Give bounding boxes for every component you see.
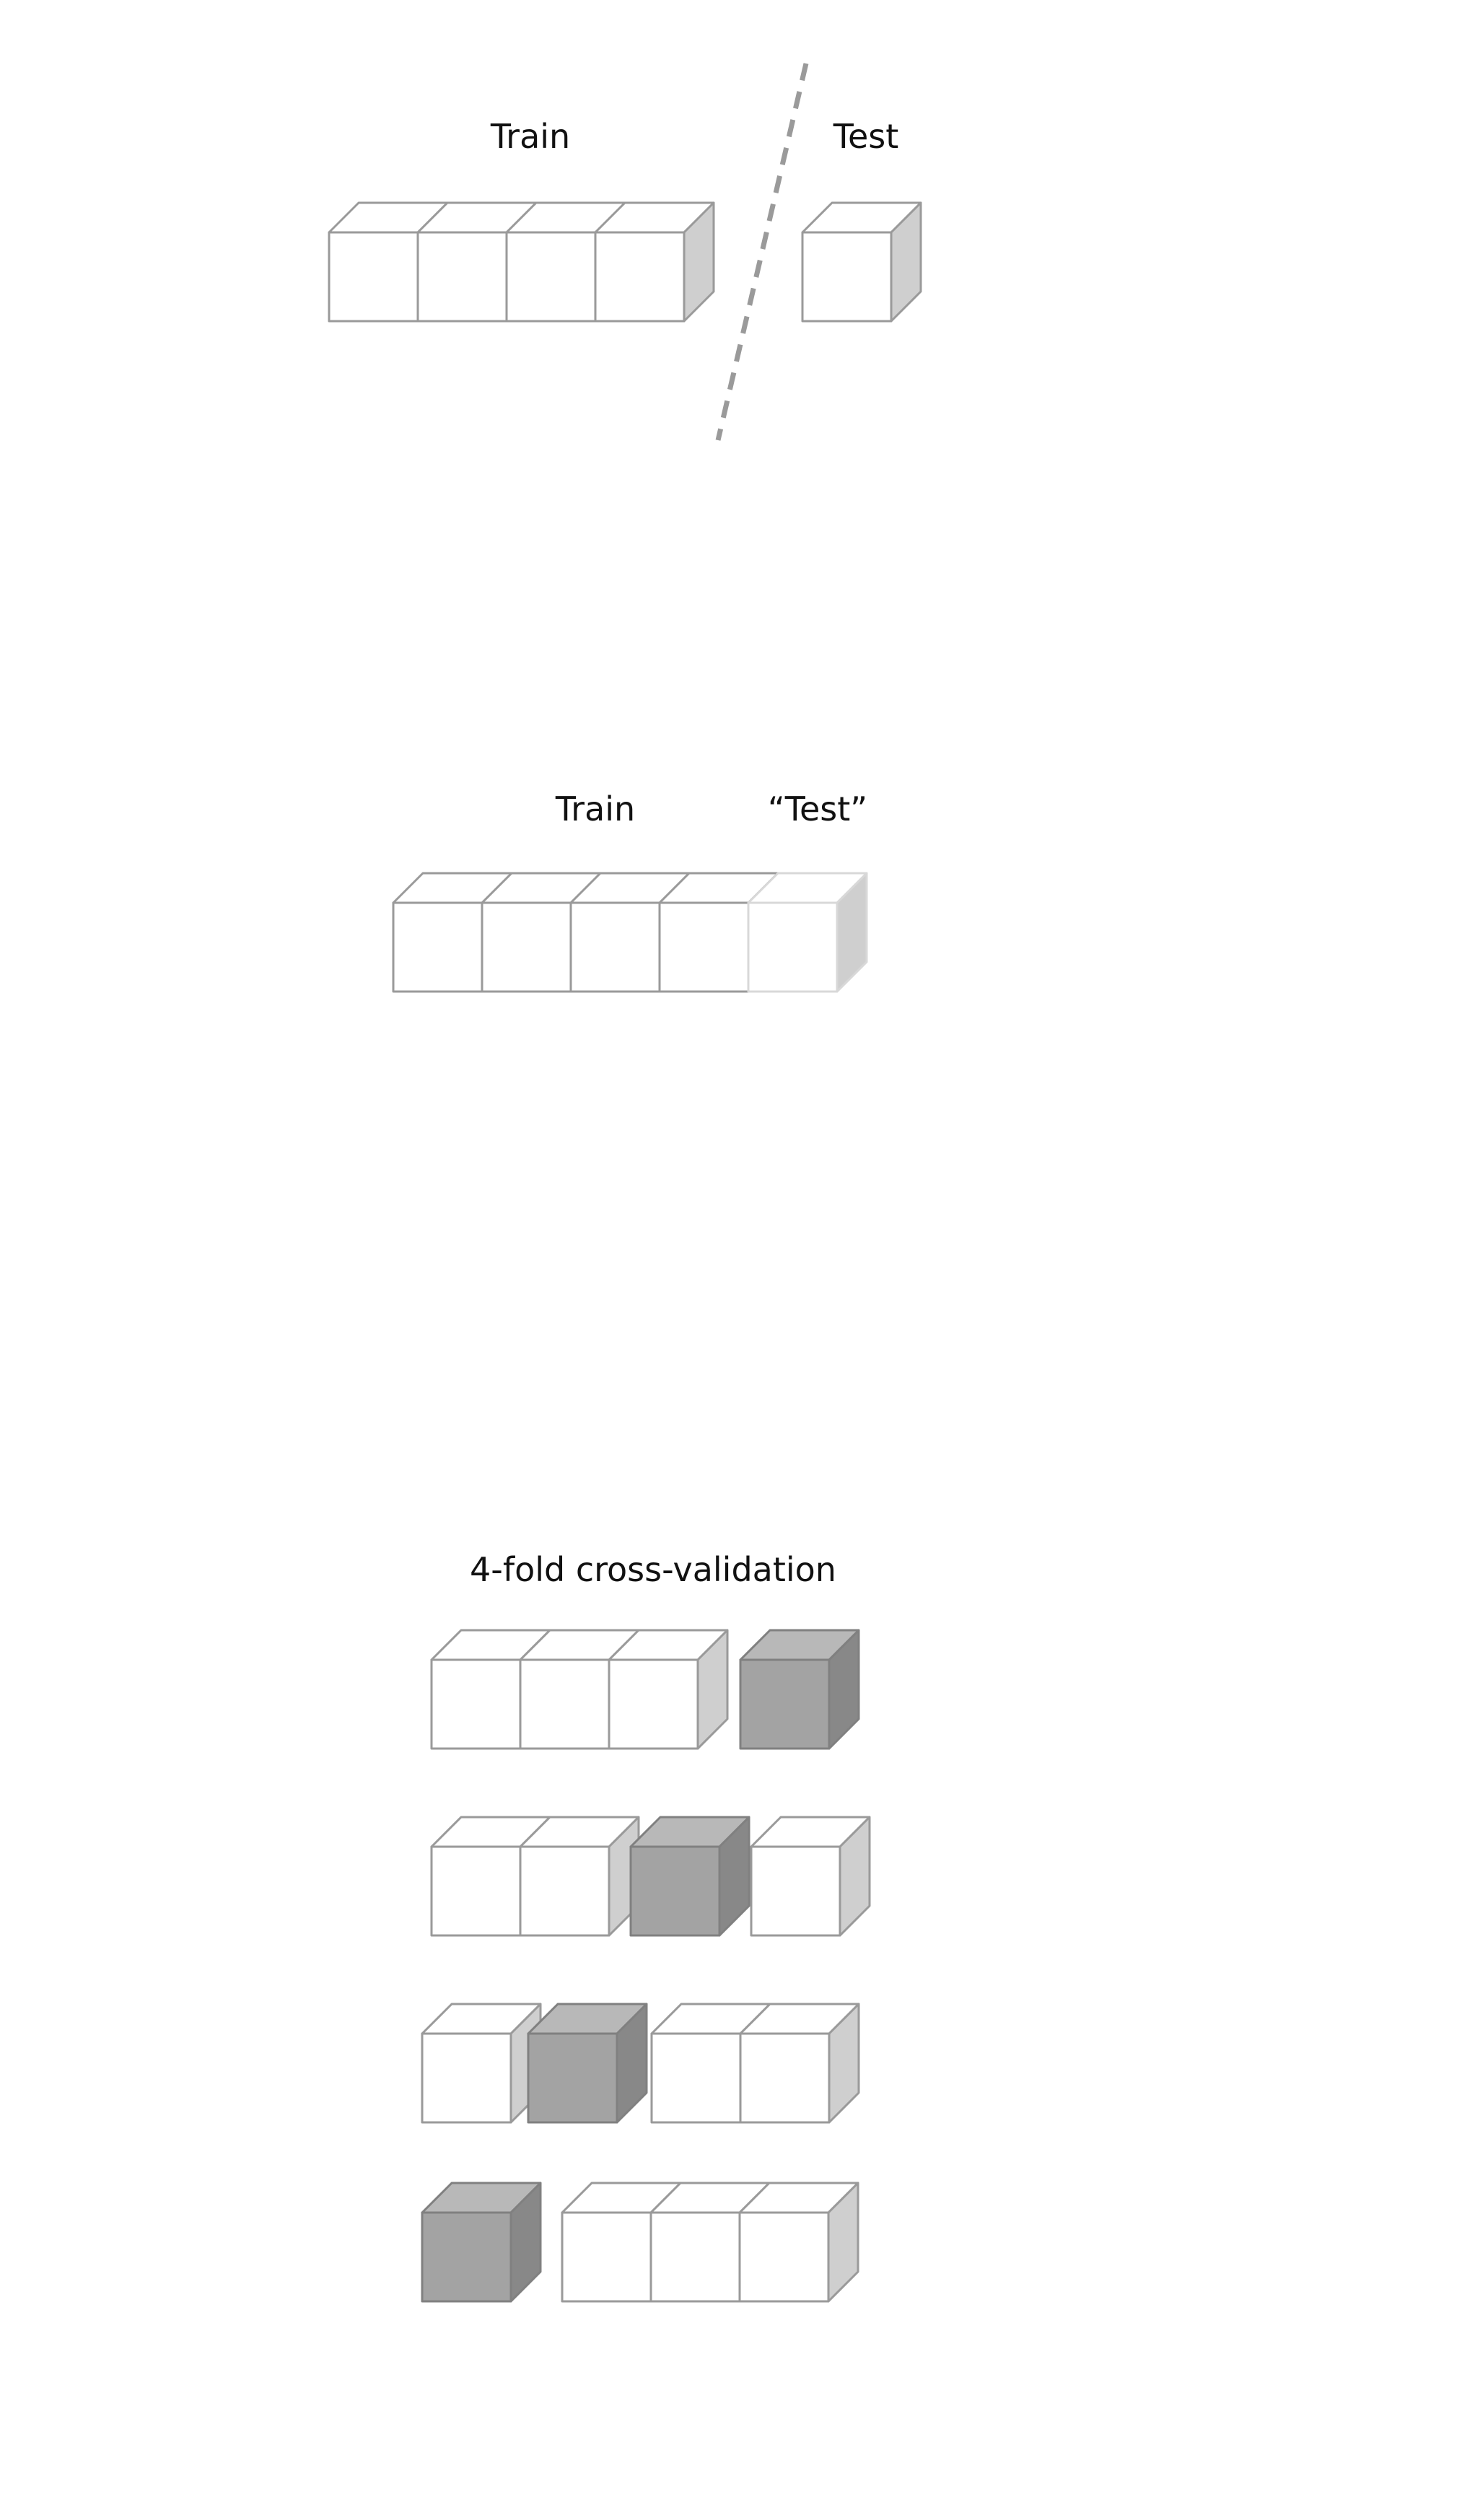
cube-front-face (519, 1658, 610, 1750)
faded-test-cube (747, 872, 868, 993)
fold-4-held-out-cube (421, 2182, 542, 2303)
cube-front-face (739, 1658, 831, 1750)
cube-front-face (527, 2032, 618, 2124)
validation-train-block (392, 872, 779, 993)
validation-train-label: Train (555, 789, 636, 828)
cube-front-face (747, 901, 839, 993)
holdout-test-label: Test (833, 117, 899, 156)
validation-test-label: “Test” (767, 789, 868, 828)
holdout-split-divider (715, 63, 809, 441)
holdout-test-cube (801, 201, 922, 323)
cube-front-face (594, 231, 686, 323)
holdout-train-block (328, 201, 715, 323)
fold-1-train-block-1 (430, 1629, 729, 1750)
cube-front-face (738, 2211, 830, 2303)
cube-front-face (650, 2032, 742, 2124)
cube-front-face (505, 231, 597, 323)
cube-front-face (649, 2211, 741, 2303)
fold-2-train-block-1 (430, 1816, 640, 1937)
cube-front-face (801, 231, 893, 323)
cube-front-face (629, 1845, 721, 1937)
cube-front-face (569, 901, 661, 993)
fold-2-held-out-cube (629, 1816, 750, 1937)
holdout-train-label: Train (490, 117, 571, 156)
cube-front-face (430, 1658, 522, 1750)
cube-front-face (421, 2211, 512, 2303)
cube-front-face (519, 1845, 610, 1937)
cube-front-face (739, 2032, 831, 2124)
cube-front-face (416, 231, 508, 323)
cube-front-face (430, 1845, 522, 1937)
cross-validation-title: 4-fold cross-validation (470, 1550, 836, 1589)
cubes-layer (328, 201, 922, 2303)
fold-3-train-block-3 (650, 2003, 860, 2124)
cube-front-face (421, 2032, 512, 2124)
fold-3-held-out-cube (527, 2003, 648, 2124)
cube-front-face (392, 901, 483, 993)
fold-1-held-out-cube (739, 1629, 860, 1750)
cube-front-face (608, 1658, 699, 1750)
fold-2-train-block-3 (750, 1816, 871, 1937)
cube-front-face (481, 901, 572, 993)
fold-3-train-block-1 (421, 2003, 542, 2124)
cube-front-face (658, 901, 750, 993)
cube-front-face (561, 2211, 652, 2303)
cube-front-face (328, 231, 419, 323)
fold-4-train-block-2 (561, 2182, 859, 2303)
cube-front-face (750, 1845, 841, 1937)
